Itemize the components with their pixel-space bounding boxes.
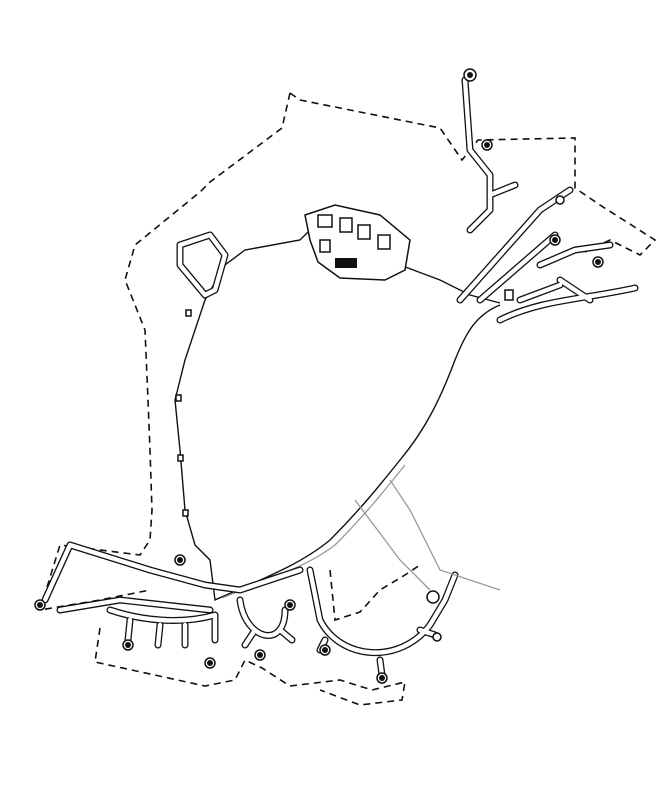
roads bbox=[41, 76, 639, 679]
site-boundary bbox=[38, 92, 657, 706]
technical-area bbox=[304, 204, 411, 281]
dispersal-pans bbox=[34, 68, 604, 684]
enclosure bbox=[176, 231, 229, 299]
perimeter-track bbox=[174, 224, 501, 602]
huts bbox=[175, 289, 514, 517]
